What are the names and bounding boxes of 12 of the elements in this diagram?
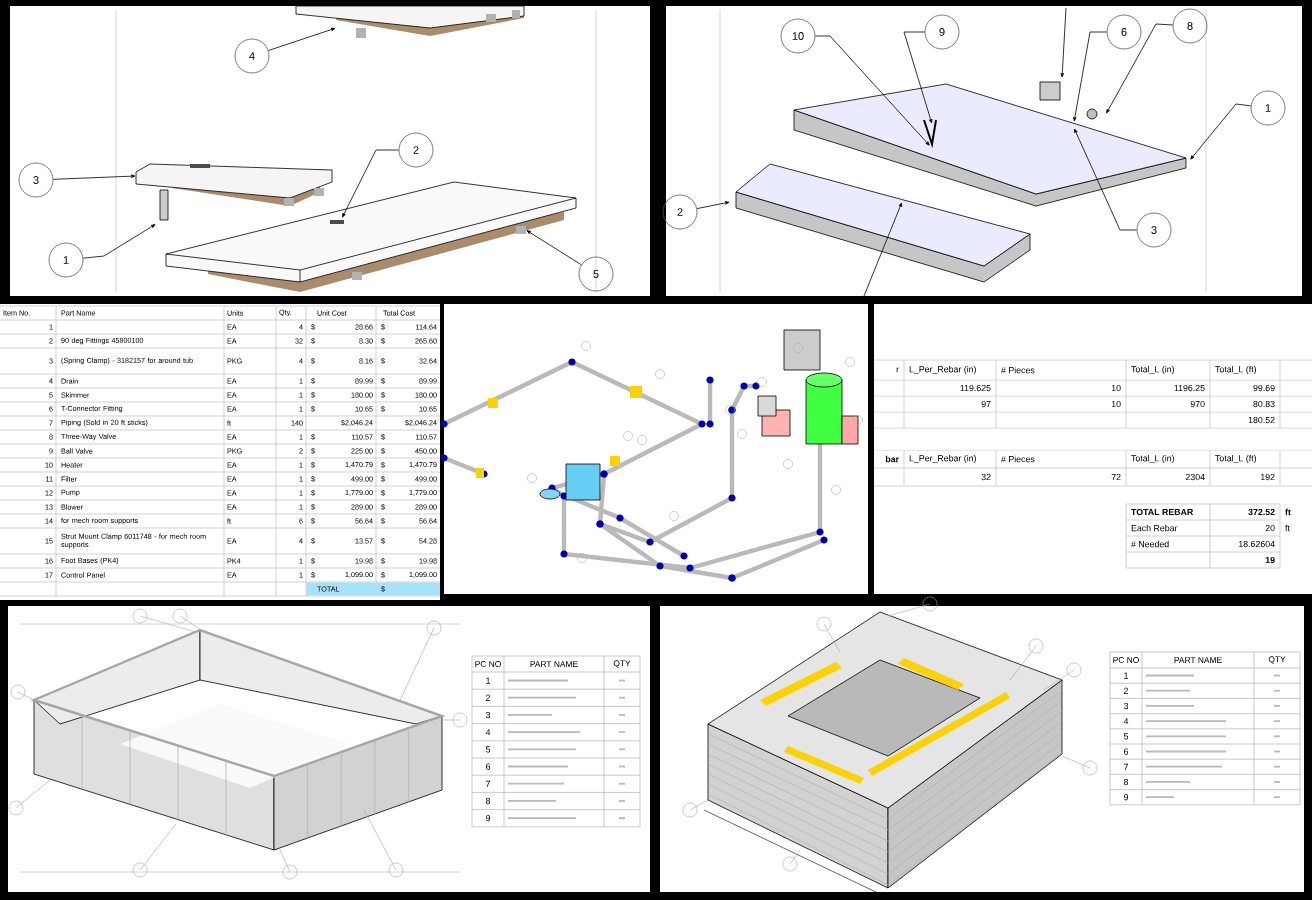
- leader-line: [903, 31, 933, 124]
- leader-line: [342, 149, 399, 218]
- leader-line: [53, 174, 136, 180]
- leader-line: [815, 35, 930, 146]
- leader-line: [1073, 31, 1107, 122]
- leader-line: [268, 27, 336, 51]
- leader-line: [82, 224, 156, 259]
- leader-line: [1074, 128, 1137, 231]
- leader-line: [696, 201, 730, 209]
- leader-line: [1106, 23, 1174, 114]
- leader-line: [526, 230, 582, 266]
- leader-line: [1190, 103, 1252, 160]
